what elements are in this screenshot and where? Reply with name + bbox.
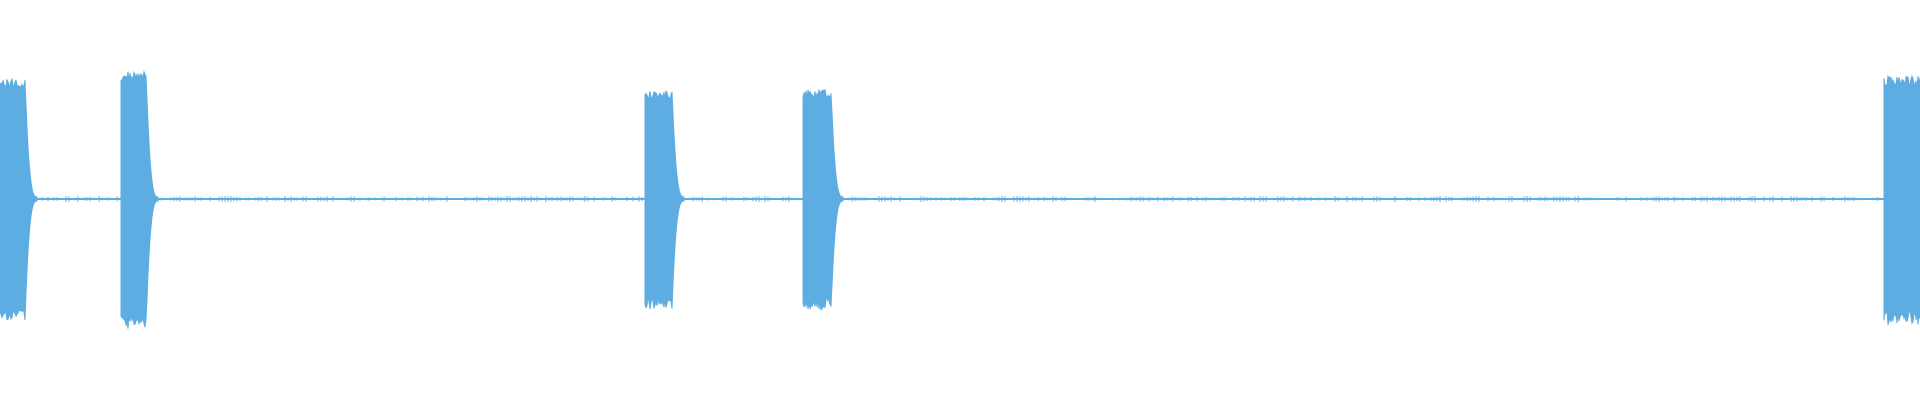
waveform-segments (0, 69, 1920, 329)
waveform-segment-1 (0, 77, 38, 321)
waveform-segment-5 (1883, 74, 1920, 326)
waveform-noise (0, 196, 1918, 202)
waveform-segment-4 (802, 88, 844, 311)
waveform-segment-3 (644, 90, 685, 310)
waveform-segment-2 (120, 69, 159, 329)
